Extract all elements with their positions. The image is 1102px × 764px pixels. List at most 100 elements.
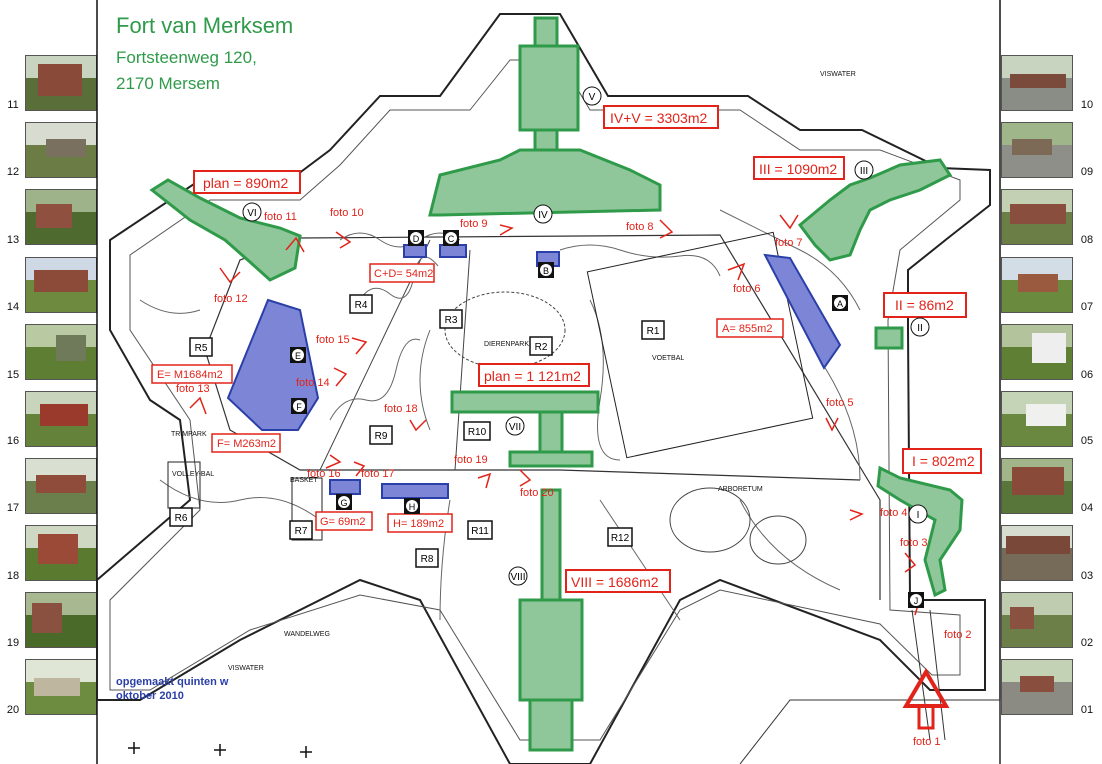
photo-thumbnail-11[interactable] [25,55,97,111]
area-box[interactable] [369,263,435,283]
building-viii-neck[interactable] [540,488,562,602]
photo-thumbnail-18[interactable] [25,525,97,581]
foto-label-1[interactable]: foto 1 [913,736,941,748]
photo-thumbnail-03[interactable] [1001,525,1073,581]
area-box[interactable] [565,569,671,593]
photo-thumbnail-16[interactable] [25,391,97,447]
annex-d[interactable] [403,244,427,258]
foto-label-20[interactable]: foto 20 [520,487,554,499]
foto-label-11[interactable]: foto 11 [264,211,297,223]
photo-thumbnail-08[interactable] [1001,189,1073,245]
zone-r1[interactable]: R1 [647,326,660,337]
photo-thumbnail-17[interactable] [25,458,97,514]
marker-viii[interactable]: VIII [510,572,525,583]
marker-vii[interactable]: VII [509,422,521,433]
building-viii-tip[interactable] [528,698,574,752]
photo-thumbnail-07[interactable] [1001,257,1073,313]
foto-label-16[interactable]: foto 16 [307,468,341,480]
foto-label-8[interactable]: foto 8 [626,221,654,233]
marker-vi[interactable]: VI [247,208,256,219]
zone-r12[interactable]: R12 [611,533,630,544]
marker-iii[interactable]: III [860,166,868,177]
photo-thumbnail-14[interactable] [25,257,97,313]
zone-r7[interactable]: R7 [295,526,308,537]
foto-label-15[interactable]: foto 15 [316,334,350,346]
building-vii-front[interactable] [508,450,594,468]
photo-thumbnail-02[interactable] [1001,592,1073,648]
photo-thumbnail-04[interactable] [1001,458,1073,514]
zone-r10[interactable]: R10 [468,427,487,438]
foto-label-3[interactable]: foto 3 [900,537,928,549]
area-box[interactable] [716,318,784,338]
foto-label-13[interactable]: foto 13 [176,383,210,395]
marker-v[interactable]: V [589,92,596,103]
area-box[interactable] [478,363,590,387]
marker-g[interactable]: G [340,498,347,508]
area-box[interactable] [603,105,719,129]
photo-thumbnail-15[interactable] [25,324,97,380]
marker-iv[interactable]: IV [538,210,548,221]
area-box[interactable] [883,292,967,318]
marker-c[interactable]: C [448,234,455,244]
foto-label-17[interactable]: foto 17 [361,468,395,480]
building-v[interactable] [518,44,580,132]
building-v-tip[interactable] [533,16,559,48]
building-vii-neck[interactable] [538,410,564,454]
foto-label-14[interactable]: foto 14 [296,377,330,389]
building-viii[interactable] [518,598,584,702]
building-i[interactable] [876,465,964,598]
marker-b[interactable]: B [543,266,549,276]
annex-g[interactable] [329,479,361,495]
foto-label-9[interactable]: foto 9 [460,218,488,230]
building-ii[interactable] [874,326,904,350]
zone-r11[interactable]: R11 [471,526,489,537]
marker-f[interactable]: F [296,402,302,412]
photo-thumbnail-13[interactable] [25,189,97,245]
marker-j[interactable]: J [914,596,919,606]
marker-i[interactable]: I [917,510,920,521]
building-vii[interactable] [450,390,600,414]
foto-label-5[interactable]: foto 5 [826,397,854,409]
photo-thumbnail-01[interactable] [1001,659,1073,715]
foto-label-6[interactable]: foto 6 [733,283,761,295]
photo-thumbnail-12[interactable] [25,122,97,178]
zone-r5[interactable]: R5 [195,343,208,354]
foto-label-7[interactable]: foto 7 [775,237,803,249]
zone-r4[interactable]: R4 [355,300,368,311]
annex-c[interactable] [439,244,467,258]
zone-r8[interactable]: R8 [421,554,434,565]
marker-e[interactable]: E [295,351,301,361]
area-box[interactable] [151,364,233,384]
annex-a[interactable] [763,253,842,370]
area-box[interactable] [902,448,982,474]
foto-label-18[interactable]: foto 18 [384,403,418,415]
area-box[interactable] [193,170,301,194]
foto-label-2[interactable]: foto 2 [944,629,972,641]
foto-label-12[interactable]: foto 12 [214,293,248,305]
photo-thumbnail-10[interactable] [1001,55,1073,111]
zone-r9[interactable]: R9 [375,431,388,442]
photo-thumbnail-05[interactable] [1001,391,1073,447]
area-box[interactable] [753,156,845,180]
marker-h[interactable]: H [409,502,416,512]
zone-r2[interactable]: R2 [535,342,548,353]
area-box[interactable] [315,511,373,531]
photo-thumbnail-09[interactable] [1001,122,1073,178]
photo-thumbnail-20[interactable] [25,659,97,715]
marker-ii[interactable]: II [917,323,923,334]
foto-label-19[interactable]: foto 19 [454,454,488,466]
photo-thumbnail-06[interactable] [1001,324,1073,380]
foto-label-10[interactable]: foto 10 [330,207,364,219]
building-iii[interactable] [797,158,953,262]
building-vi[interactable] [149,178,302,282]
marker-d[interactable]: D [413,234,420,244]
photo-thumbnail-19[interactable] [25,592,97,648]
photo-number: 05 [1080,435,1094,447]
annex-e-f[interactable] [226,298,320,431]
zone-r6[interactable]: R6 [175,513,188,524]
zone-r3[interactable]: R3 [445,315,458,326]
foto-label-4[interactable]: foto 4 [880,507,908,519]
annex-h[interactable] [381,483,449,499]
area-box[interactable] [211,433,281,453]
marker-a[interactable]: A [837,299,843,309]
